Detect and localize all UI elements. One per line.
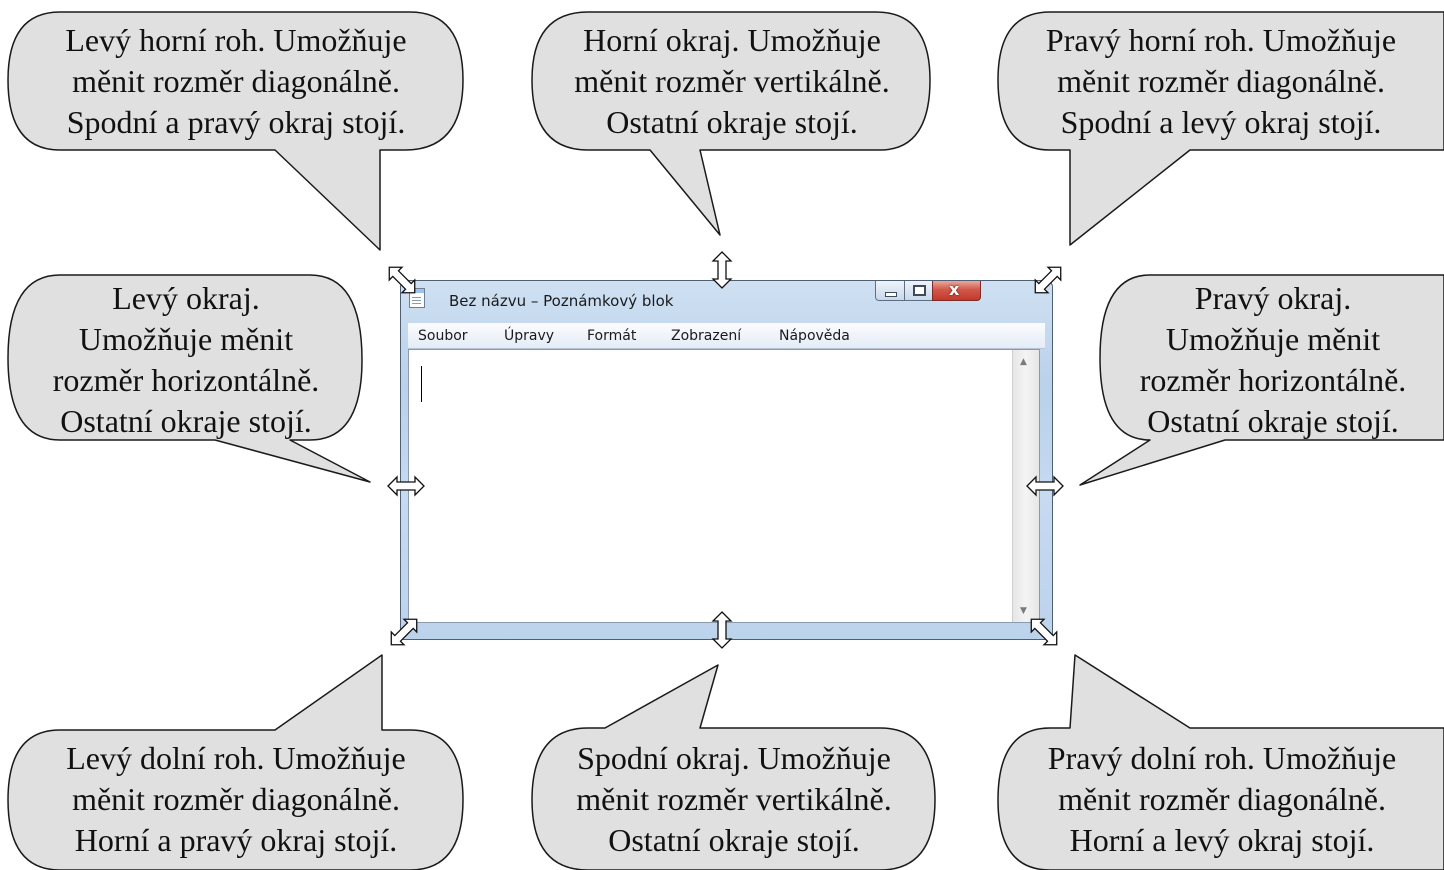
menu-upravy[interactable]: Úpravy [504,328,555,344]
callout-line: měnit rozměr diagonálně. [72,63,400,99]
callout-line: Ostatní okraje stojí. [60,403,312,439]
callout-line: rozměr horizontálně. [52,362,320,398]
callout-line: Spodní a levý okraj stojí. [1060,104,1382,140]
callout-top-left-bubble [7,11,464,251]
callout-line: Umožňuje měnit [1165,321,1381,357]
callout-bottom-right-text: Pravý dolní roh. Umožňuje měnit rozměr d… [1008,738,1436,861]
callout-right-bubble [1079,274,1444,486]
callout-line: Ostatní okraje stojí. [606,104,858,140]
callout-top-right-text: Pravý horní roh. Umožňuje měnit rozměr d… [1008,20,1434,143]
close-button[interactable]: x [932,280,981,301]
callout-line: měnit rozměr vertikálně. [576,781,892,817]
text-editor-area[interactable] [408,349,1040,623]
callout-line: Pravý dolní roh. Umožňuje [1047,740,1397,776]
callout-line: Ostatní okraje stojí. [608,822,860,858]
callout-line: Levý horní roh. Umožňuje [65,22,407,58]
callout-line: Horní okraj. Umožňuje [583,22,881,58]
title-bar[interactable]: Bez názvu – Poznámkový blok x [401,280,1052,321]
notepad-window[interactable]: Bez názvu – Poznámkový blok x Soubor Úpr… [400,280,1053,640]
scroll-up-arrow-icon[interactable]: ▲ [1020,357,1027,367]
menu-napoveda[interactable]: Nápověda [779,328,850,344]
callout-line: Spodní a pravý okraj stojí. [66,104,406,140]
callout-line: Pravý horní roh. Umožňuje [1045,22,1397,58]
menu-bar: Soubor Úpravy Formát Zobrazení Nápověda [408,323,1045,349]
text-caret [421,366,422,402]
menu-zobrazeni[interactable]: Zobrazení [671,328,742,344]
callout-line: rozměr horizontálně. [1139,362,1407,398]
callout-line: Levý okraj. [112,280,260,316]
window-title: Bez názvu – Poznámkový blok [449,292,674,310]
callout-top-bubble [531,11,931,236]
callout-line: Horní a pravý okraj stojí. [74,822,398,858]
callout-bottom-text: Spodní okraj. Umožňuje měnit rozměr vert… [540,738,928,861]
callout-line: měnit rozměr diagonálně. [1058,781,1386,817]
close-icon: x [949,280,960,299]
callout-line: Umožňuje měnit [78,321,294,357]
callout-top-left-text: Levý horní roh. Umožňuje měnit rozměr di… [24,20,448,143]
callout-left-text: Levý okraj. Umožňuje měnit rozměr horizo… [20,278,352,442]
menu-soubor[interactable]: Soubor [418,328,468,344]
menu-format[interactable]: Formát [587,328,637,344]
callout-top-right-bubble [997,11,1444,246]
callout-line: Spodní okraj. Umožňuje [577,740,891,776]
callout-line: Ostatní okraje stojí. [1147,403,1399,439]
callout-line: Pravý okraj. [1194,280,1352,316]
callout-line: Levý dolní roh. Umožňuje [66,740,406,776]
callout-line: Horní a levý okraj stojí. [1069,822,1375,858]
callout-right-text: Pravý okraj. Umožňuje měnit rozměr horiz… [1110,278,1436,442]
callout-line: měnit rozměr vertikálně. [574,63,890,99]
callout-bottom-left-text: Levý dolní roh. Umožňuje měnit rozměr di… [20,738,452,861]
minimize-icon [885,292,897,297]
notepad-icon [409,288,425,308]
maximize-button[interactable] [904,281,933,301]
callout-line: měnit rozměr diagonálně. [72,781,400,817]
minimize-button[interactable] [875,281,905,301]
callout-bottom-right-bubble [997,654,1444,870]
callout-left-bubble [7,274,371,483]
window-frame[interactable]: Bez názvu – Poznámkový blok x Soubor Úpr… [400,280,1053,640]
callout-line: měnit rozměr diagonálně. [1057,63,1385,99]
maximize-icon [913,285,926,296]
vertical-scrollbar[interactable]: ▲ ▼ [1012,350,1039,622]
callout-top-text: Horní okraj. Umožňuje měnit rozměr verti… [540,20,924,143]
scroll-down-arrow-icon[interactable]: ▼ [1020,606,1027,616]
